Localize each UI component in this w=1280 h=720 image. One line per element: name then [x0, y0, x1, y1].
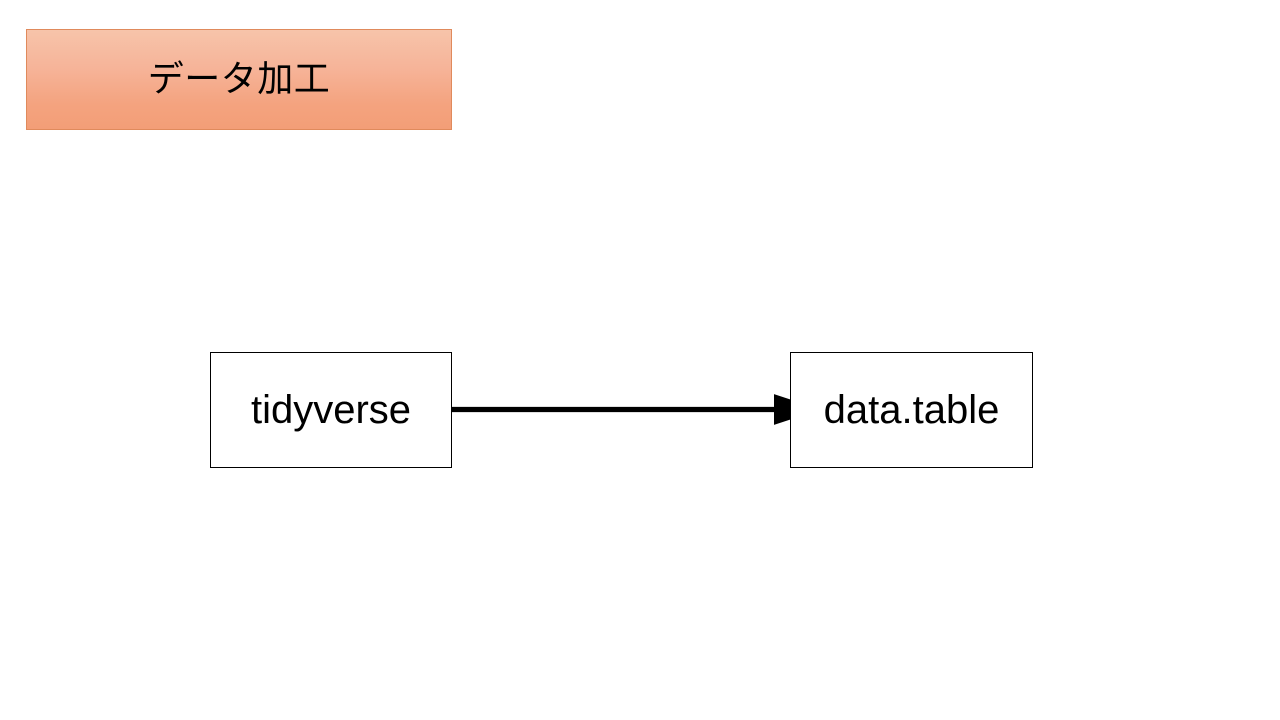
- flow-node-datatable[interactable]: data.table: [790, 352, 1033, 468]
- title-banner-label: データ加工: [147, 58, 331, 100]
- flow-node-tidyverse-label: tidyverse: [250, 388, 412, 432]
- title-banner[interactable]: データ加工: [26, 29, 452, 130]
- flow-node-datatable-label: data.table: [823, 388, 1000, 432]
- flow-node-tidyverse[interactable]: tidyverse: [210, 352, 452, 468]
- flow-edge-tidyverse-to-datatable[interactable]: [448, 388, 821, 432]
